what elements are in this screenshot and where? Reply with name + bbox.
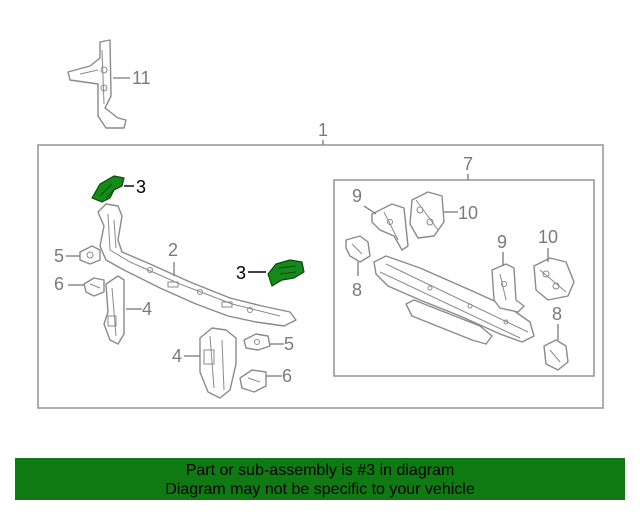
subassembly-7-frame xyxy=(333,179,595,377)
part-8-upper xyxy=(345,235,371,263)
part-5-left xyxy=(79,245,101,265)
callout-10-lower: 10 xyxy=(538,227,558,247)
leader-9-upper xyxy=(363,205,377,215)
assembly-1-frame xyxy=(37,144,604,409)
part-9-upper xyxy=(371,203,409,251)
callout-3-lower: 3 xyxy=(236,263,246,283)
callout-5-left: 5 xyxy=(54,246,64,266)
banner-line-2: Diagram may not be specific to your vehi… xyxy=(165,481,475,498)
part-3-upper-highlighted xyxy=(91,175,125,203)
callout-11: 11 xyxy=(132,68,151,88)
part-7-member xyxy=(373,255,535,345)
callout-10-upper: 10 xyxy=(458,203,478,223)
callout-2: 2 xyxy=(168,240,178,260)
part-2-radiator-support xyxy=(97,203,297,327)
callout-1: 1 xyxy=(318,120,328,140)
callout-5-center: 5 xyxy=(284,334,294,354)
part-5-center xyxy=(243,333,271,351)
callout-8-upper: 8 xyxy=(352,280,362,300)
callout-7: 7 xyxy=(463,154,473,174)
part-3-lower-highlighted xyxy=(267,259,305,287)
callout-9-lower: 9 xyxy=(497,232,507,252)
part-10-lower xyxy=(533,257,575,301)
info-banner: Part or sub-assembly is #3 in diagram Di… xyxy=(15,458,625,500)
part-6-center xyxy=(239,369,267,393)
part-10-upper xyxy=(409,191,445,239)
callout-4-center: 4 xyxy=(172,346,182,366)
part-9-lower xyxy=(491,263,525,313)
callout-3-upper: 3 xyxy=(136,177,146,197)
callout-9-upper: 9 xyxy=(352,186,362,206)
part-8-lower xyxy=(543,339,569,371)
part-6-left xyxy=(83,277,105,297)
banner-line-1: Part or sub-assembly is #3 in diagram xyxy=(185,462,455,479)
part-4-center xyxy=(199,327,237,399)
part-11-bracket xyxy=(67,39,127,129)
callout-6-left: 6 xyxy=(54,274,64,294)
callout-8-lower: 8 xyxy=(552,304,562,324)
callout-6-center: 6 xyxy=(282,366,292,386)
part-4-left xyxy=(103,275,125,345)
callout-4-left: 4 xyxy=(142,299,152,319)
